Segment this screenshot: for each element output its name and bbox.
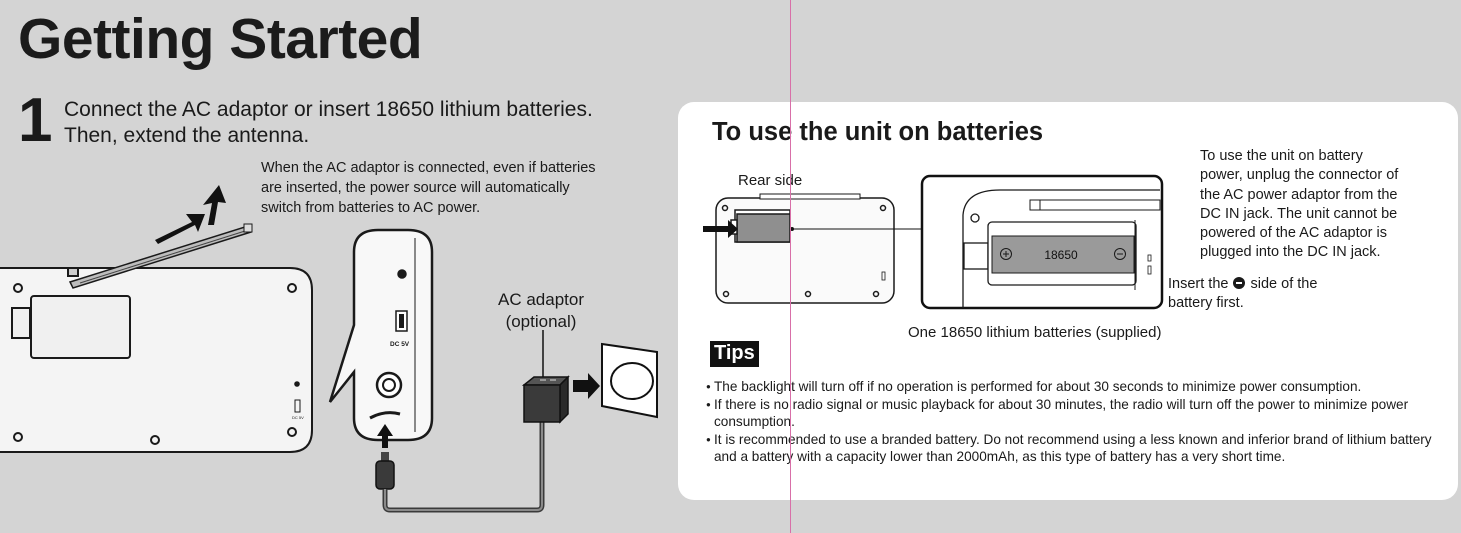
tip-item-backlight: The backlight will turn off if no operat…: [706, 378, 1451, 396]
side-text-line-5: powered of the AC adaptor is: [1200, 225, 1388, 242]
tip-item-auto-off: If there is no radio signal or music pla…: [706, 396, 1451, 431]
radio-body-rear: [0, 267, 313, 453]
note-line-1: When the AC adaptor is connected, even i…: [261, 160, 596, 176]
rear-side-label: Rear side: [738, 172, 803, 189]
battery-section-title: To use the unit on batteries: [712, 118, 1044, 146]
battery-power-instructions: To use the unit on battery power, unplug…: [1200, 147, 1450, 263]
side-text-line-2: power, unplug the connector of: [1200, 167, 1399, 184]
extend-arrows: [155, 185, 226, 244]
dc-label: DC 5V: [390, 341, 410, 348]
wall-outlet: [601, 342, 658, 419]
ac-adaptor-label-line-2: (optional): [505, 312, 577, 331]
note-line-3: switch from batteries to AC power.: [261, 200, 481, 216]
plug-arrow: [573, 373, 600, 399]
dc-label-small: DC 5V: [292, 415, 304, 420]
step-text-line-1: Connect the AC adaptor or insert 18650 l…: [64, 98, 593, 121]
insert-text-before: Insert the: [1168, 276, 1229, 292]
side-text-line-1: To use the unit on battery: [1200, 148, 1363, 164]
minus-terminal-icon: [1233, 277, 1246, 289]
adaptor-cable: [375, 330, 545, 513]
antenna: [68, 223, 253, 289]
insert-text-after: side of the: [1250, 276, 1318, 292]
note-line-2: are inserted, the power source will auto…: [261, 180, 570, 196]
side-panel-callout: [328, 228, 434, 442]
ac-priority-note: When the AC adaptor is connected, even i…: [261, 158, 651, 218]
tips-badge: Tips: [710, 341, 759, 367]
step-instructions: Connect the AC adaptor or insert 18650 l…: [64, 97, 593, 149]
insert-instruction: Insert the side of the battery first.: [1168, 275, 1368, 314]
page-fold-line: [790, 0, 791, 533]
side-text-line-4: DC IN jack. The unit cannot be: [1200, 205, 1398, 222]
plug-in-arrow: [377, 424, 393, 448]
ac-adaptor-label-line-1: AC adaptor: [498, 290, 584, 309]
ac-adaptor-block: [521, 375, 570, 424]
insert-text-line-2: battery first.: [1168, 295, 1244, 312]
battery-caption: One 18650 lithium batteries (supplied): [908, 324, 1162, 341]
tip-item-battery-brand: It is recommended to use a branded batte…: [706, 431, 1451, 466]
side-text-line-6: plugged into the DC IN jack.: [1200, 244, 1381, 261]
step-text-line-2: Then, extend the antenna.: [64, 124, 310, 147]
radio-setup-illustration: DC 5V DC 5V: [0, 185, 658, 513]
step-number: 1: [18, 86, 53, 155]
page-title: Getting Started: [18, 7, 423, 71]
tips-list: The backlight will turn off if no operat…: [706, 378, 1451, 466]
side-text-line-3: the AC power adaptor from the: [1200, 186, 1398, 203]
ac-adaptor-label: AC adaptor (optional): [486, 289, 596, 333]
